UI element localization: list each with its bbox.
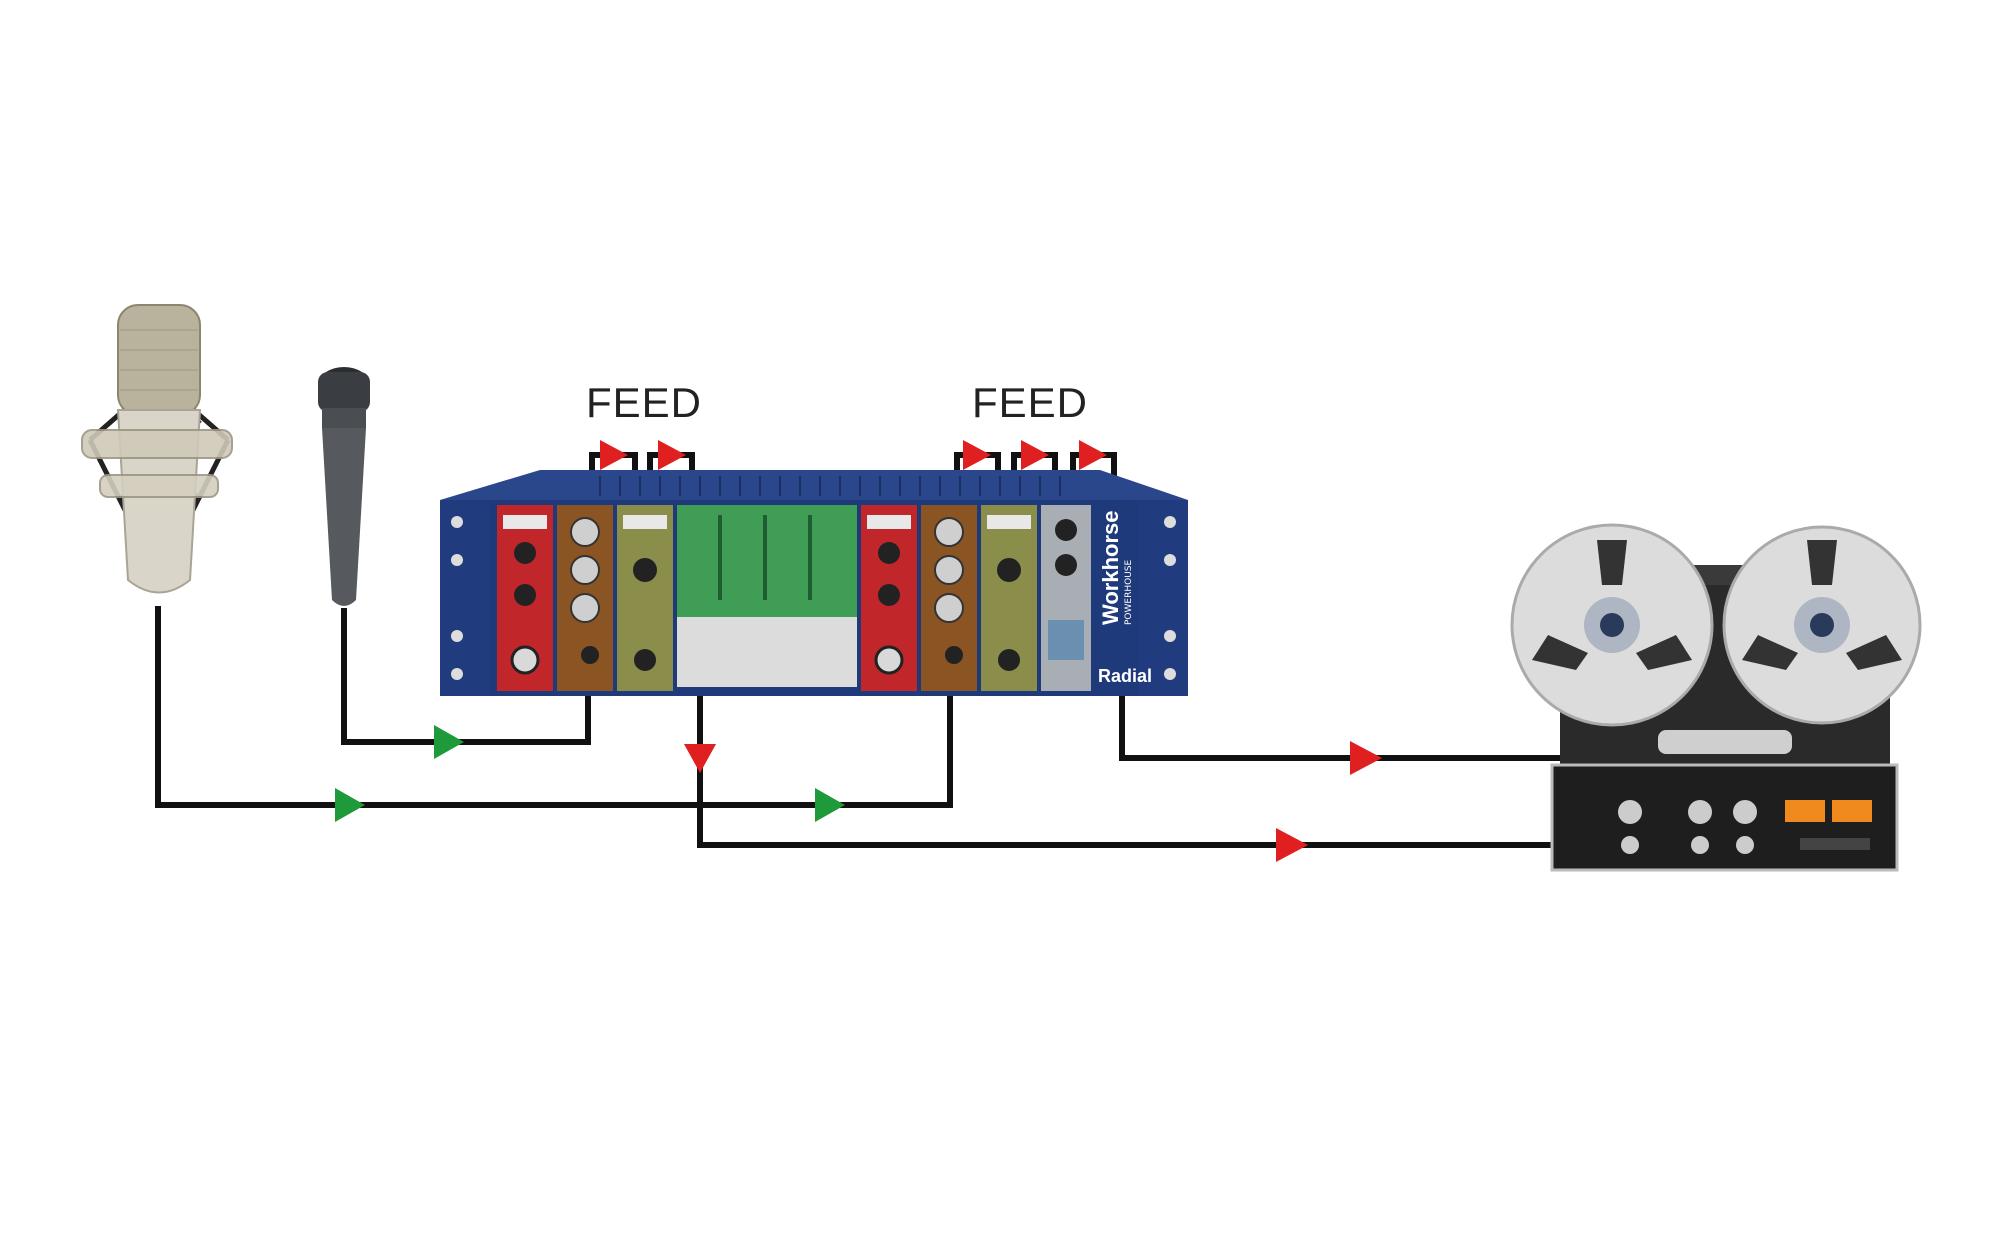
arrow-feed-4 xyxy=(1021,440,1049,470)
arrow-feed-5 xyxy=(1079,440,1107,470)
module-preamp-red-2 xyxy=(861,505,917,691)
cable-dynamic-mic xyxy=(341,608,591,745)
arrow-feed-3 xyxy=(963,440,991,470)
cable-condenser-mic xyxy=(155,606,953,808)
left-reel xyxy=(1510,523,1714,727)
arrow-out-upper xyxy=(1350,741,1382,775)
module-summing-grey xyxy=(1041,505,1091,691)
module-compressor-olive-2 xyxy=(981,505,1037,691)
dynamic-microphone-icon xyxy=(318,367,370,606)
arrows xyxy=(335,440,1382,862)
cable-rack-to-recorder-upper xyxy=(1119,690,1565,761)
module-eq-brown-2 xyxy=(921,505,977,691)
cable-rack-to-recorder-lower xyxy=(697,695,1565,848)
arrow-in-condenser xyxy=(335,788,365,822)
module-preamp-red-1 xyxy=(497,505,553,691)
arrow-out-lower xyxy=(1276,828,1308,862)
arrow-out-rack-down xyxy=(684,744,716,773)
reel-to-reel-recorder-icon xyxy=(1510,523,1922,872)
rack-unit: Workhorse POWERHOUSE Radial xyxy=(440,470,1188,696)
condenser-microphone-icon xyxy=(81,304,233,594)
arrow-in-condenser-2 xyxy=(815,788,845,822)
feed-label-right: FEED xyxy=(972,379,1088,426)
arrow-feed-1 xyxy=(600,440,628,470)
module-eq-brown-1 xyxy=(557,505,613,691)
empty-slots xyxy=(677,505,857,687)
module-compressor-olive-1 xyxy=(617,505,673,691)
brand-model: POWERHOUSE xyxy=(1124,559,1134,625)
brand-name: Workhorse xyxy=(1098,510,1123,625)
right-reel xyxy=(1722,525,1922,725)
arrow-feed-2 xyxy=(658,440,686,470)
arrow-in-dynamic xyxy=(434,725,464,759)
maker-logo-text: Radial xyxy=(1098,666,1152,686)
brand-panel: Workhorse POWERHOUSE Radial xyxy=(1094,505,1152,686)
feed-label-left: FEED xyxy=(586,379,702,426)
